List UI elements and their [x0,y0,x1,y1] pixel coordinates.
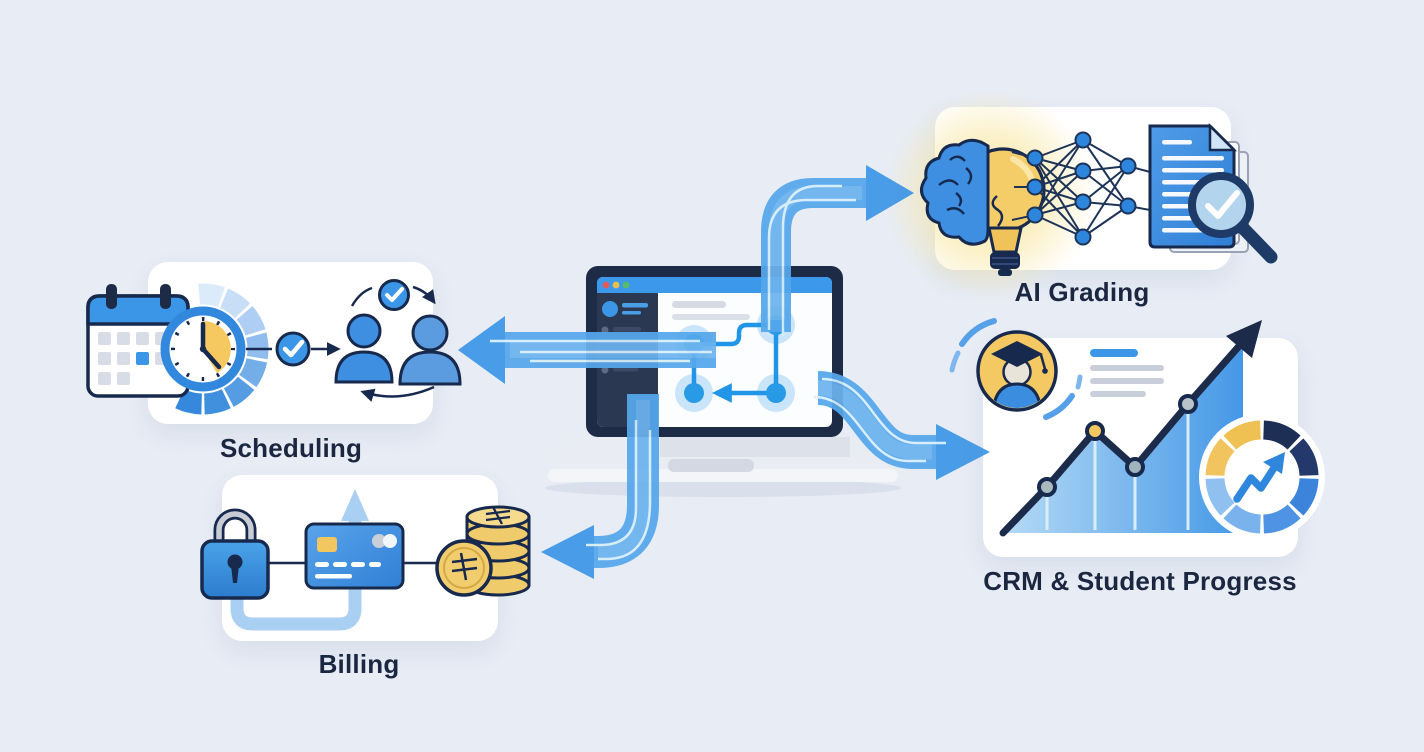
coins-icon [435,505,531,597]
magnifier-check-icon [1188,172,1278,264]
profile-text-lines [1090,349,1164,397]
padlock-icon [200,508,270,600]
neural-network-icon [1011,131,1151,246]
pipe-to-ai-grading [761,165,914,336]
graded-document-icon [1148,122,1278,264]
trend-gauge-icon [1199,414,1325,540]
window-titlebar [597,277,832,293]
minimize-icon [612,281,620,289]
maximize-icon [622,281,630,289]
credit-card-icon [304,522,405,590]
growth-chart-icon [999,320,1262,537]
people-sync-icon [334,279,462,402]
growth-arrow-icon [1226,320,1262,358]
feature-label-ai-grading: AI Grading [1014,277,1150,307]
brain-icon [920,138,990,246]
feature-label-scheduling: Scheduling [219,433,363,463]
pipe-to-scheduling [458,316,716,384]
clock-icon [160,306,246,392]
progress-fan-icon [175,283,269,415]
checkmark-circle-icon [246,331,341,367]
avatar [602,301,618,317]
close-icon [602,281,610,289]
pipe-to-crm [813,371,990,480]
calendar-icon [86,284,190,398]
pipe-to-billing [541,394,659,579]
feature-label-billing: Billing [318,649,400,679]
graduate-avatar-icon [949,318,1083,420]
upward-arrow-icon [230,489,369,631]
feature-label-crm: CRM & Student Progress [983,566,1297,596]
